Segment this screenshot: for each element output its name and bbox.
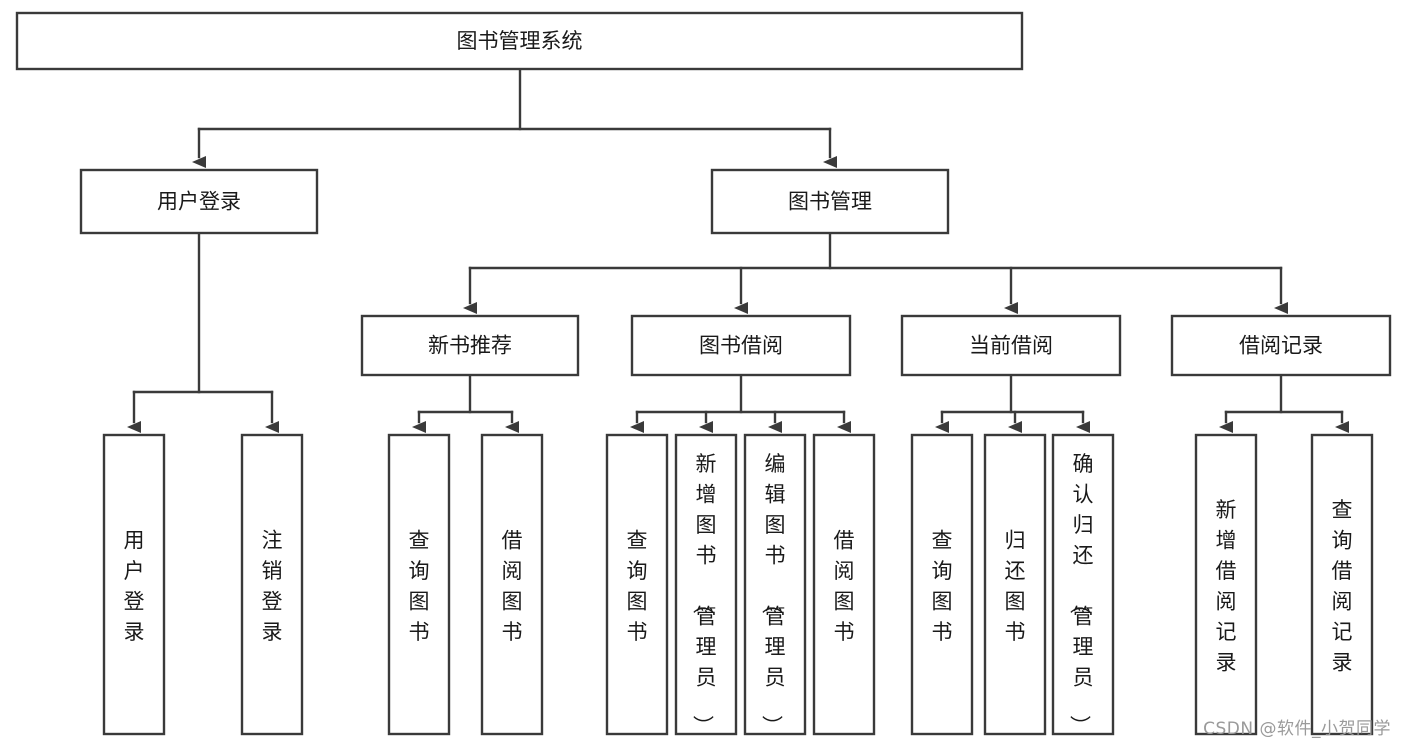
node-label-leaf-add-record: 新增借阅记录 (1216, 498, 1237, 675)
node-label-book-borrow: 图书借阅 (699, 334, 783, 358)
node-leaf-borrow-book-1[interactable]: 借阅图书 (480, 433, 544, 736)
node-box-borrow-record (1170, 314, 1392, 377)
node-box-leaf-add-book (674, 433, 738, 736)
node-label-user-login: 用户登录 (157, 190, 241, 214)
node-leaf-add-record[interactable]: 新增借阅记录 (1194, 433, 1258, 736)
node-leaf-logout[interactable]: 注销登录 (240, 433, 304, 736)
node-leaf-query-book-2[interactable]: 查询图书 (605, 433, 669, 736)
node-leaf-query-record[interactable]: 查询借阅记录 (1310, 433, 1374, 736)
node-leaf-borrow-book-2[interactable]: 借阅图书 (812, 433, 876, 736)
node-root[interactable]: 图书管理系统 (15, 11, 1024, 71)
node-box-leaf-query-record (1310, 433, 1374, 736)
node-box-leaf-confirm-return (1051, 433, 1115, 736)
node-book-borrow[interactable]: 图书借阅 (630, 314, 852, 377)
node-leaf-return-book[interactable]: 归还图书 (983, 433, 1047, 736)
node-user-login[interactable]: 用户登录 (79, 168, 319, 235)
node-label-leaf-query-book-1: 查询图书 (409, 528, 430, 644)
node-label-new-book-recommend: 新书推荐 (428, 334, 512, 358)
node-leaf-edit-book[interactable]: 编辑图书（管理员） (743, 433, 807, 736)
node-leaf-query-book-3[interactable]: 查询图书 (910, 433, 974, 736)
node-box-leaf-query-book-1 (387, 433, 451, 736)
node-label-current-borrow: 当前借阅 (969, 334, 1053, 358)
node-box-leaf-logout (240, 433, 304, 736)
node-label-leaf-query-book-3: 查询图书 (932, 528, 953, 644)
node-box-leaf-user-login (102, 433, 166, 736)
node-box-new-book-recommend (360, 314, 580, 377)
node-borrow-record[interactable]: 借阅记录 (1170, 314, 1392, 377)
node-label-leaf-borrow-book-1: 借阅图书 (502, 528, 523, 644)
node-book-manage[interactable]: 图书管理 (710, 168, 950, 235)
node-box-root (15, 11, 1024, 71)
node-box-leaf-add-record (1194, 433, 1258, 736)
node-label-borrow-record: 借阅记录 (1239, 334, 1323, 358)
node-leaf-query-book-1[interactable]: 查询图书 (387, 433, 451, 736)
node-box-leaf-edit-book (743, 433, 807, 736)
node-box-leaf-return-book (983, 433, 1047, 736)
node-box-book-borrow (630, 314, 852, 377)
node-label-leaf-borrow-book-2: 借阅图书 (834, 528, 855, 644)
node-box-user-login (79, 168, 319, 235)
node-new-book-recommend[interactable]: 新书推荐 (360, 314, 580, 377)
node-box-leaf-query-book-3 (910, 433, 974, 736)
node-leaf-user-login[interactable]: 用户登录 (102, 433, 166, 736)
node-current-borrow[interactable]: 当前借阅 (900, 314, 1122, 377)
connectors-layer (127, 67, 1349, 433)
node-label-leaf-query-book-2: 查询图书 (627, 528, 648, 644)
node-box-leaf-borrow-book-1 (480, 433, 544, 736)
csdn-watermark: CSDN @软件_小贺同学 (1203, 719, 1391, 739)
node-label-leaf-user-login: 用户登录 (124, 528, 145, 644)
node-label-leaf-query-record: 查询借阅记录 (1332, 498, 1353, 675)
node-box-book-manage (710, 168, 950, 235)
node-label-root: 图书管理系统 (457, 29, 583, 53)
node-label-leaf-confirm-return: 确认归还（管理员） (1068, 452, 1094, 736)
node-label-leaf-logout: 注销登录 (262, 528, 283, 644)
node-label-book-manage: 图书管理 (788, 190, 872, 214)
node-leaf-confirm-return[interactable]: 确认归还（管理员） (1051, 433, 1115, 736)
node-label-leaf-add-book: 新增图书（管理员） (691, 452, 717, 736)
node-box-leaf-borrow-book-2 (812, 433, 876, 736)
node-leaf-add-book[interactable]: 新增图书（管理员） (674, 433, 738, 736)
node-box-leaf-query-book-2 (605, 433, 669, 736)
node-box-current-borrow (900, 314, 1122, 377)
nodes-layer: 图书管理系统用户登录图书管理新书推荐图书借阅当前借阅借阅记录用户登录注销登录查询… (15, 11, 1392, 736)
node-label-leaf-edit-book: 编辑图书（管理员） (760, 452, 786, 736)
node-label-leaf-return-book: 归还图书 (1005, 528, 1026, 644)
